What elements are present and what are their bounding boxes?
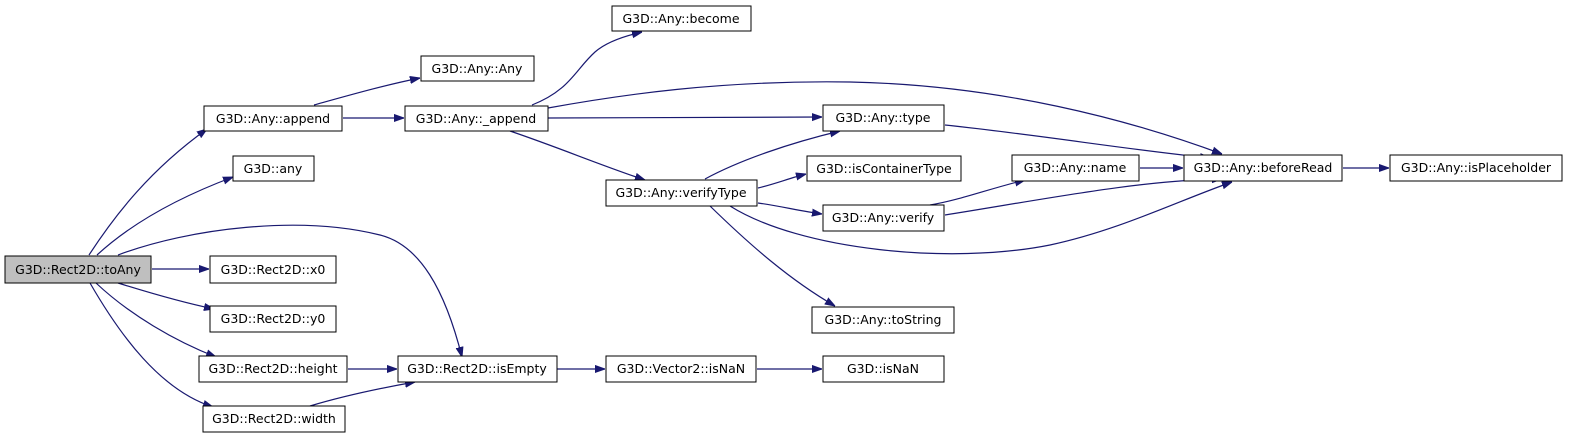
edge-_append-verifytype: [509, 130, 645, 180]
edge-verify-name: [929, 180, 1025, 206]
node-label: G3D::Rect2D::y0: [221, 311, 326, 326]
node-rect2d-toany[interactable]: G3D::Rect2D::toAny: [4, 255, 152, 284]
node-label: G3D::Any::_append: [416, 111, 536, 126]
edges: [88, 32, 1389, 407]
node-label: G3D::Any::isPlaceholder: [1401, 160, 1552, 175]
node-rect2d-width[interactable]: G3D::Rect2D::width: [202, 405, 346, 433]
node-any-_append[interactable]: G3D::Any::_append: [404, 105, 549, 132]
edge-verifytype-verify: [757, 202, 822, 214]
node-rect2d-height[interactable]: G3D::Rect2D::height: [198, 355, 348, 383]
node-any-become[interactable]: G3D::Any::become: [611, 5, 752, 32]
edge-verify-beforeread: [944, 179, 1222, 216]
edge-append-anyany: [313, 78, 420, 106]
node-label: G3D::Any::toString: [825, 312, 942, 327]
edge-_append-type: [547, 117, 822, 118]
edge-_append-become: [531, 32, 642, 106]
node-label: G3D::Rect2D::width: [212, 411, 336, 426]
edge-verifytype-type: [704, 131, 840, 180]
edge-type-beforeread: [944, 124, 1210, 158]
node-label: G3D::Any::verify: [832, 210, 935, 225]
node-any-verify[interactable]: G3D::Any::verify: [822, 204, 945, 232]
edge-toany-append: [88, 129, 207, 256]
node-rect2d-isempty[interactable]: G3D::Rect2D::isEmpty: [397, 355, 558, 383]
node-label: G3D::Any::beforeRead: [1194, 160, 1333, 175]
node-iscontainertype[interactable]: G3D::isContainerType: [806, 155, 962, 182]
edge-verifytype-beforeread: [729, 181, 1232, 255]
edge-toany-y0: [117, 282, 214, 309]
node-label: G3D::Rect2D::toAny: [15, 262, 141, 277]
node-label: G3D::any: [244, 161, 303, 176]
edge-toany-isempty: [117, 224, 462, 357]
node-any-name[interactable]: G3D::Any::name: [1011, 154, 1140, 182]
node-any-any[interactable]: G3D::Any::Any: [420, 55, 535, 82]
node-label: G3D::Vector2::isNaN: [617, 361, 745, 376]
node-rect2d-y0[interactable]: G3D::Rect2D::y0: [209, 305, 337, 333]
node-label: G3D::Any::become: [622, 11, 739, 26]
node-any-verifytype[interactable]: G3D::Any::verifyType: [605, 179, 758, 207]
edge-verifytype-iscontainertype: [757, 174, 806, 189]
node-label: G3D::Rect2D::isEmpty: [407, 361, 547, 376]
edge-toany-any: [96, 176, 233, 256]
edge-_append-beforeread: [547, 81, 1222, 155]
node-any-append[interactable]: G3D::Any::append: [203, 105, 343, 132]
node-label: G3D::Any::type: [836, 110, 931, 125]
node-label: G3D::Any::Any: [432, 61, 524, 76]
node-label: G3D::Any::append: [216, 111, 330, 126]
node-label: G3D::Any::name: [1024, 160, 1127, 175]
edge-width-isempty: [309, 382, 415, 407]
node-vector2-isnan[interactable]: G3D::Vector2::isNaN: [605, 355, 757, 383]
edge-verifytype-tostring: [709, 205, 835, 306]
node-label: G3D::Rect2D::height: [208, 361, 337, 376]
node-g3d-any[interactable]: G3D::any: [232, 155, 315, 182]
nodes: G3D::Rect2D::toAny G3D::Any::append G3D:…: [4, 5, 1563, 433]
node-any-beforeread[interactable]: G3D::Any::beforeRead: [1183, 154, 1343, 182]
node-g3d-isnan[interactable]: G3D::isNaN: [822, 355, 945, 383]
edge-toany-height: [95, 282, 216, 358]
node-any-type[interactable]: G3D::Any::type: [822, 104, 945, 132]
node-any-tostring[interactable]: G3D::Any::toString: [811, 306, 955, 334]
node-label: G3D::Any::verifyType: [615, 185, 746, 200]
node-label: G3D::isContainerType: [816, 161, 952, 176]
node-label: G3D::Rect2D::x0: [221, 262, 326, 277]
edge-toany-width: [89, 282, 213, 407]
node-any-isplaceholder[interactable]: G3D::Any::isPlaceholder: [1389, 154, 1563, 182]
node-label: G3D::isNaN: [847, 361, 919, 376]
node-rect2d-x0[interactable]: G3D::Rect2D::x0: [209, 255, 337, 284]
